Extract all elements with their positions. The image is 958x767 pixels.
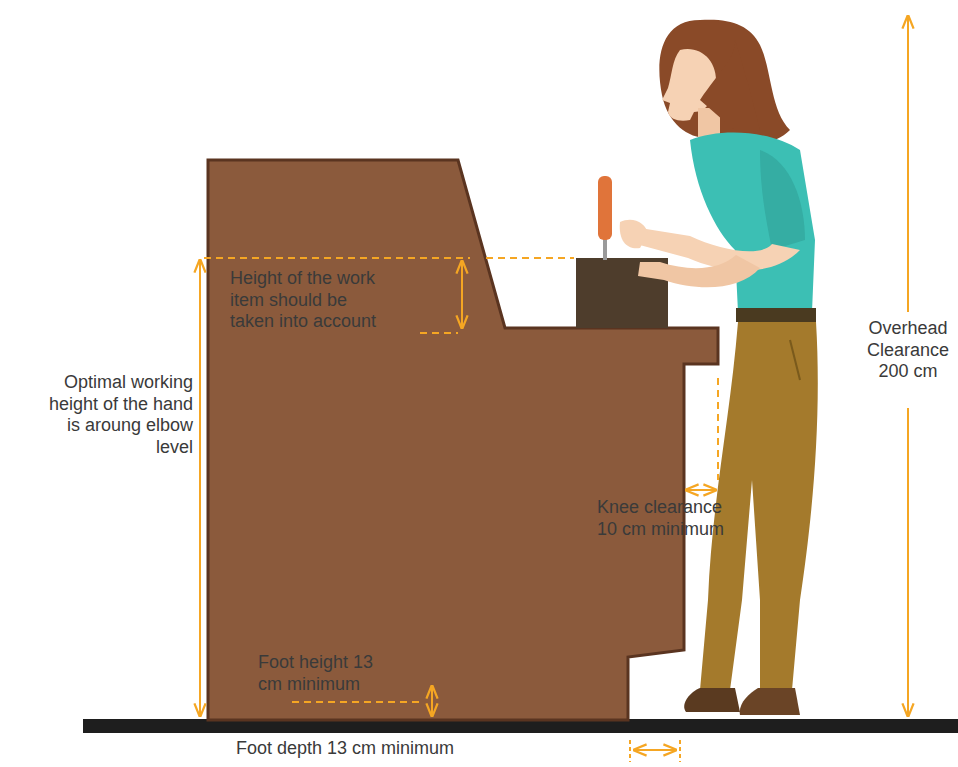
tool-shaft (603, 238, 607, 260)
knee-clearance-label: Knee clearance 10 cm minimum (597, 497, 729, 540)
dimension-lines (200, 16, 908, 762)
tool-handle (598, 176, 612, 240)
workbench (208, 160, 718, 720)
overhead-clearance-label: Overhead Clearance 200 cm (862, 318, 954, 383)
foot-height-label: Foot height 13 cm minimum (258, 652, 390, 695)
working-height-label: Optimal working height of the hand is ar… (47, 372, 193, 458)
foot-depth-label: Foot depth 13 cm minimum (236, 738, 626, 760)
work-item-note: Height of the work item should be taken … (230, 268, 390, 333)
worker-figure (620, 20, 818, 715)
